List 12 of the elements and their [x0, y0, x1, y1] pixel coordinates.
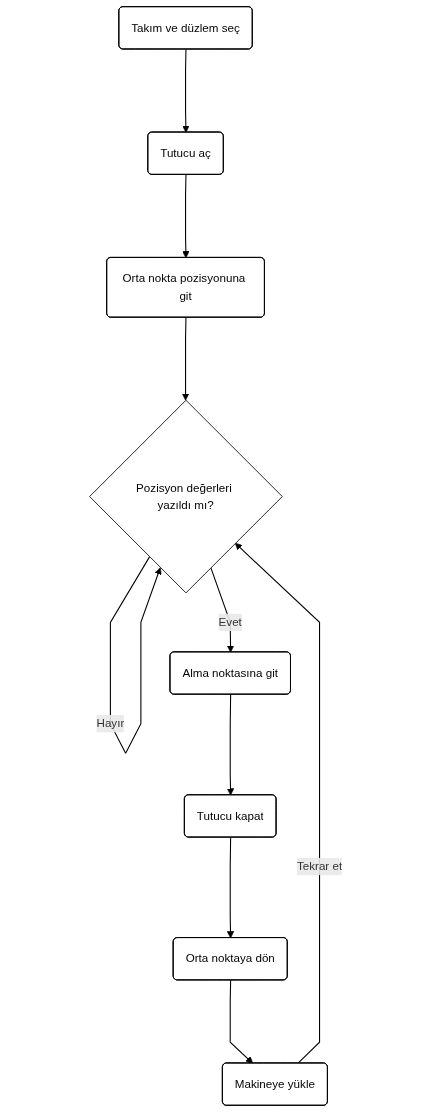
arrow [182, 174, 190, 259]
edge-label: Tekrar et [297, 859, 343, 873]
edge-label: Evet [218, 615, 242, 629]
arrow [229, 979, 254, 1064]
arrow [226, 694, 235, 796]
arrow [182, 317, 190, 401]
arrow [235, 542, 321, 1064]
arrow [210, 567, 235, 653]
edge-label: Hayır [96, 716, 125, 730]
node-diamond: Pozisyon değerleri yazıldı mı? [89, 399, 283, 594]
arrow [182, 48, 190, 133]
arrow [226, 837, 235, 939]
